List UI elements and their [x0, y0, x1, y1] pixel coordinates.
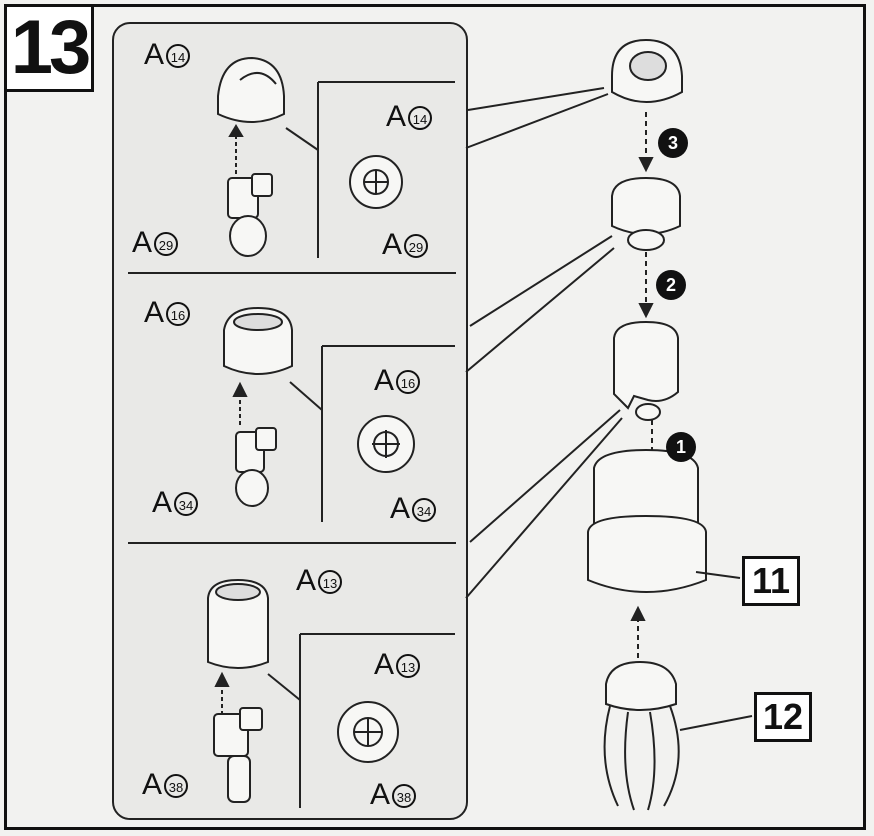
main-claw [603, 660, 680, 811]
part-a16-cap [223, 306, 293, 375]
main-base-assembly [587, 448, 707, 593]
detail-a16-a34 [357, 415, 415, 473]
step-number: 13 [10, 5, 92, 90]
assembly-step-1: 1 [666, 432, 696, 462]
parts-inset-panel [112, 22, 468, 820]
part-a29-joint [227, 173, 273, 257]
part-a13-tube [207, 578, 269, 669]
detail-a13-a38 [337, 701, 399, 763]
part-a38-shaft [213, 707, 263, 803]
assembly-step-2: 2 [656, 270, 686, 300]
subassembly-11-badge: 11 [742, 556, 800, 606]
assembly-step-3: 3 [658, 128, 688, 158]
main-head-cap [611, 38, 683, 103]
step-number-box: 13 [4, 4, 94, 92]
part-a14-cap [217, 56, 285, 123]
main-body-tube [613, 320, 679, 421]
subassembly-12-badge: 12 [754, 692, 812, 742]
inset-divider-1 [128, 272, 456, 274]
detail-a14-a29 [349, 155, 403, 209]
inset-divider-2 [128, 542, 456, 544]
main-collar [611, 176, 681, 251]
part-a34-joint [235, 427, 277, 507]
diagram-frame [4, 4, 866, 830]
